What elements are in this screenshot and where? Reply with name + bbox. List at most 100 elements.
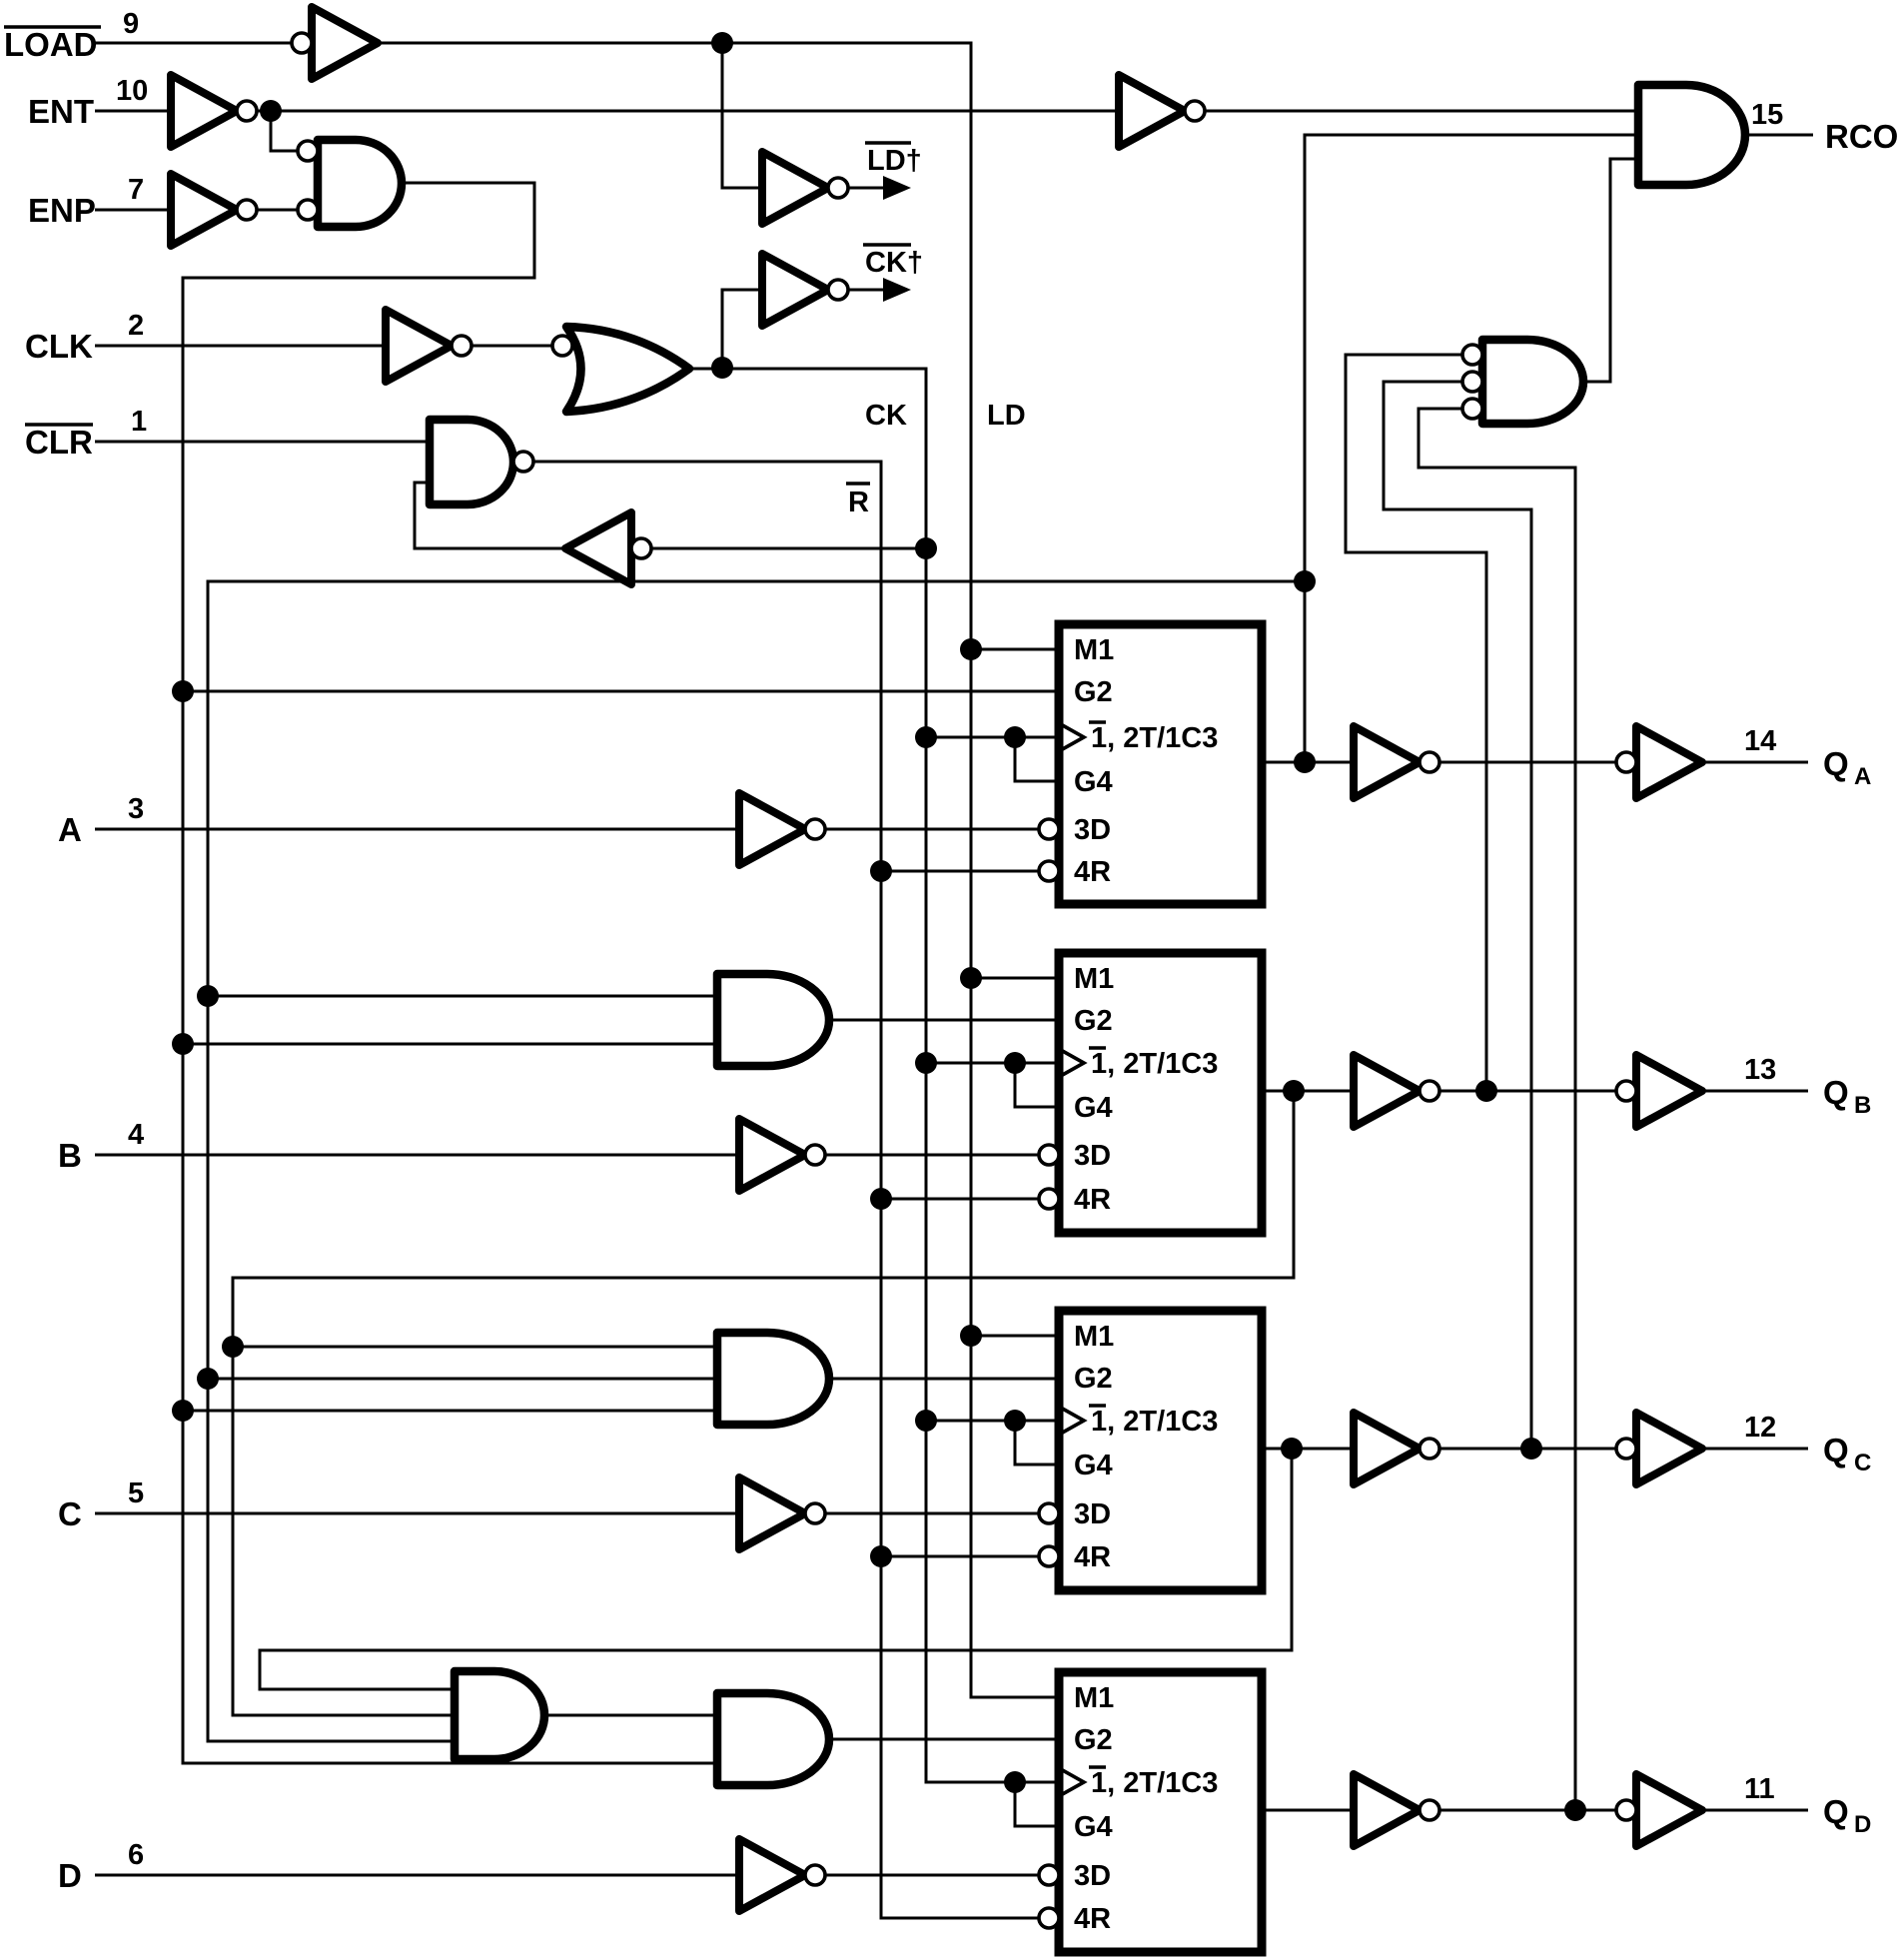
clk-buffer-output-bubble-icon (450, 334, 474, 358)
junction-dot (1294, 570, 1316, 592)
stageb-and-gate (712, 969, 834, 1071)
junction-dot (1520, 1438, 1542, 1460)
junction-dot (915, 1410, 937, 1432)
pin-number-qb: 13 (1744, 1054, 1776, 1086)
input-label-enp: ENP (28, 192, 96, 229)
wire-ck-vertical (687, 367, 1059, 1784)
ck-test-output-bubble-icon (826, 278, 850, 302)
wire-ff2-g4-stub (1013, 1063, 1059, 1109)
ff-c-3d-bubble-icon (1037, 1501, 1061, 1525)
wires (95, 41, 1813, 1920)
junction-dot (1004, 1410, 1026, 1432)
wire-ent-branch (269, 111, 298, 153)
inversion-bubbles (235, 31, 1638, 1930)
qc-buffer-input-bubble-icon (1614, 1437, 1638, 1461)
ff-a-3d-bubble-icon (1037, 817, 1061, 841)
pin-number-ent: 10 (116, 75, 148, 107)
wire-and3-out (1583, 157, 1638, 384)
junction-dot (172, 1033, 194, 1055)
junction-dot (711, 357, 733, 379)
feedback-inverter-input-bubble-icon (629, 536, 653, 560)
wire-qc-distribution (258, 1449, 1294, 1691)
carry-and-input-bubble-icon (1460, 370, 1484, 394)
signal-label-ck: CK (865, 400, 907, 432)
junction-dot (915, 1052, 937, 1074)
a-input-inverter (735, 789, 809, 869)
signal-label-ck-test: CK† (865, 247, 923, 279)
ff-b-pin-g2: G2 (1074, 1005, 1113, 1037)
carry-and-gate (1477, 335, 1588, 429)
d-inverter-output-bubble-icon (803, 1863, 827, 1887)
pin-number-qc: 12 (1744, 1412, 1776, 1444)
output-label-qa-sub: A (1854, 763, 1871, 790)
flip-flop-d: M1 G2 1, 2T/1C3 G4 3D 4R (1054, 1667, 1267, 1957)
junction-dot (1004, 726, 1026, 748)
ent-buffer-output-bubble-icon (235, 99, 259, 123)
input-label-b: B (58, 1137, 82, 1174)
ck-test-buffer (758, 250, 832, 330)
output-label-qa: Q (1823, 745, 1849, 782)
clock-or-gate (561, 322, 694, 417)
ff-a-box (1054, 619, 1267, 909)
ff-d-pin-4r: 4R (1074, 1903, 1111, 1935)
b-input-inverter (735, 1115, 809, 1195)
junction-dots (172, 32, 1586, 1821)
ff-a-pin-m1: M1 (1074, 634, 1114, 666)
junction-dot (870, 1188, 892, 1210)
rco-ent-buffer (1115, 71, 1189, 151)
load-buffer-input-bubble-icon (290, 31, 314, 55)
junction-dot (222, 1336, 244, 1358)
ff-b-pin-g4: G4 (1074, 1092, 1113, 1124)
junction-dot (1294, 751, 1316, 773)
junction-dot (172, 1400, 194, 1422)
junction-dot (915, 537, 937, 559)
reset-feedback-inverter (561, 508, 635, 588)
rco-and-gate (1633, 80, 1750, 190)
staged-and-gate-1 (450, 1666, 549, 1764)
enable-nand-input-bubble-icon (296, 198, 320, 222)
ff-c-pin-m1: M1 (1074, 1321, 1114, 1353)
flip-flops: M1 G2 1, 2T/1C3 G4 3D 4R M1 G2 1, 2T/1C3… (1054, 619, 1267, 1957)
wire-qa-distribution (206, 579, 1305, 1743)
enp-buffer (167, 170, 241, 250)
wire-feedback-out (413, 481, 565, 550)
ff-b-pin-3d: 3D (1074, 1140, 1111, 1172)
ff-b-4r-bubble-icon (1037, 1187, 1061, 1211)
input-label-load: LOAD (4, 26, 98, 63)
wire-enable-route (181, 181, 717, 1765)
pin-number-clr: 1 (131, 406, 147, 438)
ck-test-arrow-icon (883, 278, 911, 302)
ff-d-3d-bubble-icon (1037, 1863, 1061, 1887)
wire-ff3-g4-stub (1013, 1421, 1059, 1467)
wire-ff4-g4-stub (1013, 1782, 1059, 1828)
pin-number-a: 3 (128, 793, 144, 825)
output-label-qb-sub: B (1854, 1092, 1871, 1119)
ff-b-box (1054, 948, 1267, 1238)
c-input-inverter (735, 1473, 809, 1553)
gates (167, 3, 1750, 1915)
c-inverter-output-bubble-icon (803, 1501, 827, 1525)
ff-d-box (1054, 1667, 1267, 1957)
ff-b-clock-wedge-icon (1058, 1047, 1088, 1079)
wire-ck-test-stub (720, 288, 762, 368)
carry-and-input-bubble-icon (1460, 397, 1484, 421)
ff-c-4r-bubble-icon (1037, 1544, 1061, 1568)
ff-b-pin-clock: 1, 2T/1C3 (1091, 1048, 1218, 1080)
b-inverter-output-bubble-icon (803, 1143, 827, 1167)
pin-number-rco: 15 (1751, 99, 1783, 131)
ff-a-pin-4r: 4R (1074, 856, 1111, 888)
enp-buffer-output-bubble-icon (235, 198, 259, 222)
junction-dot (960, 638, 982, 660)
ff-d-pin-3d: 3D (1074, 1860, 1111, 1892)
enable-nand-gate (313, 135, 407, 232)
qb-output-buffer (1632, 1051, 1706, 1131)
ld-test-arrow-icon (883, 176, 911, 200)
ff-c-pin-g4: G4 (1074, 1450, 1113, 1481)
junction-dot (960, 967, 982, 989)
junction-dot (915, 726, 937, 748)
output-label-qd: Q (1823, 1793, 1849, 1830)
ff-c-pin-4r: 4R (1074, 1541, 1111, 1573)
enable-nand-input-bubble-icon (296, 139, 320, 163)
output-label-qb: Q (1823, 1074, 1849, 1111)
